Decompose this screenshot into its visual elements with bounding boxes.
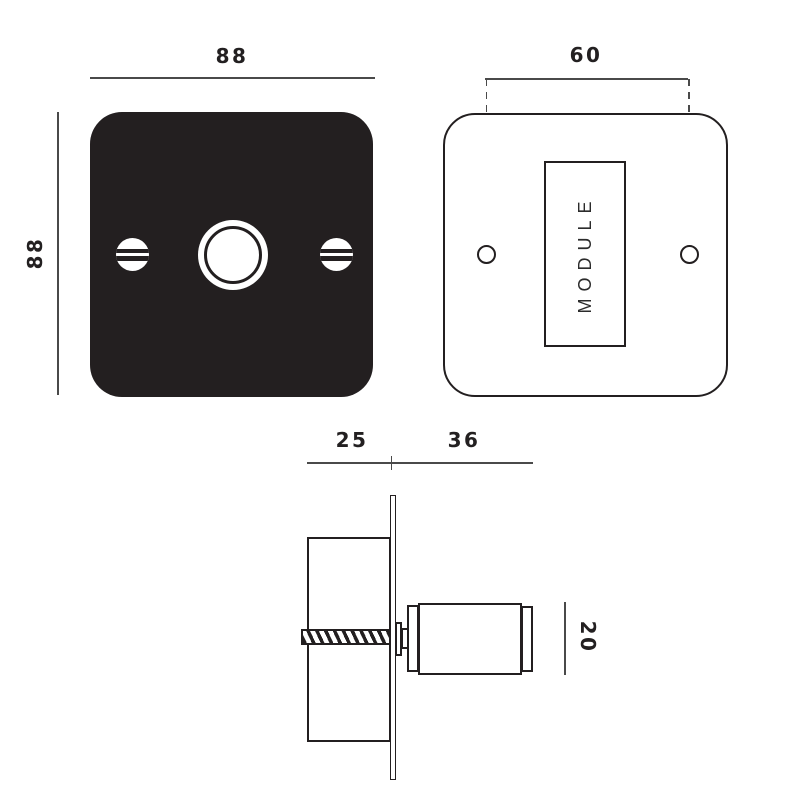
- dimmer-knob-ring: [204, 226, 262, 284]
- knob-diameter-label: 20: [576, 620, 600, 654]
- screw-hole-left: [476, 244, 496, 264]
- module-window: [544, 161, 626, 347]
- screw-slot-icon: [320, 248, 353, 253]
- screw-slot-icon: [320, 256, 353, 261]
- front-width-dimension-line: [90, 77, 375, 79]
- hole-spacing-dimension-line: [485, 78, 688, 80]
- knob-body-side: [418, 603, 522, 675]
- front-view: 88 88: [0, 0, 400, 400]
- hole-spacing-label: 60: [569, 43, 603, 67]
- knob-diameter-dimension-line: [564, 602, 566, 675]
- knob-projection-label: 36: [447, 428, 481, 452]
- box-depth-label: 25: [335, 428, 369, 452]
- screw-slot-icon: [116, 256, 149, 261]
- screw-head-right: [320, 238, 353, 271]
- front-height-dimension-line: [57, 112, 59, 395]
- depth-dimension-line: [307, 462, 533, 464]
- front-width-label: 88: [215, 44, 249, 68]
- front-height-label: 88: [23, 236, 47, 270]
- side-view: 25 36 20: [0, 400, 800, 799]
- screw-slot-icon: [116, 248, 149, 253]
- screw-head-left: [116, 238, 149, 271]
- module-label: MODULE: [575, 194, 595, 314]
- screw-hole-right: [679, 244, 699, 264]
- knob-cap-right: [521, 606, 533, 672]
- depth-dimension-tick: [390, 456, 392, 470]
- fixing-screw-side: [301, 629, 391, 645]
- back-view: 60 MODULE: [400, 0, 800, 400]
